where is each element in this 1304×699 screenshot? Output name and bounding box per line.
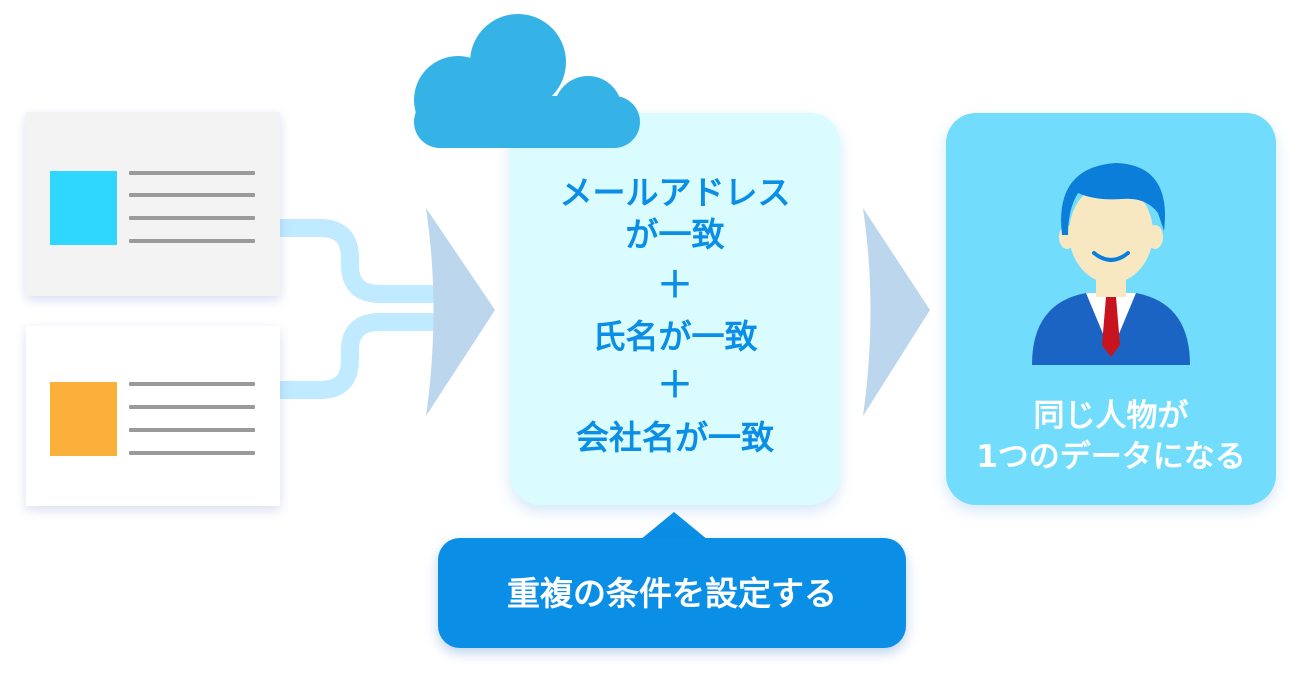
businessman-icon [1032,163,1190,365]
text-line [129,451,255,455]
condition-name-match: 氏名が一致 [592,317,758,356]
condition-company-match: 会社名が一致 [576,418,774,457]
condition-email-match: が一致 [625,215,725,254]
text-line [129,405,255,409]
record-card-1 [26,112,280,296]
set-conditions-banner: 重複の条件を設定する [438,538,906,648]
text-line [129,171,255,175]
text-line [129,428,255,432]
connector-top [271,219,439,303]
arrow-right-icon [863,208,930,416]
text-line [129,239,255,243]
condition-email: メールアドレス [559,173,791,212]
condition-box: メールアドレス が一致 ＋ 氏名が一致 ＋ 会社名が一致 [510,113,840,505]
result-line-2: 1つのデータになる [976,439,1246,475]
plus-sign: ＋ [656,265,693,306]
document-icon [50,382,117,456]
text-line [129,216,255,220]
banner-label: 重複の条件を設定する [507,574,837,613]
result-line-1: 同じ人物が [1033,398,1189,434]
record-card-2 [26,326,280,506]
result-box: 同じ人物が 1つのデータになる [946,113,1276,505]
plus-sign: ＋ [656,365,693,406]
text-line [129,193,255,197]
connector-bottom [271,313,439,399]
text-line [129,382,255,386]
arrow-right-icon [426,208,495,416]
document-icon [50,171,117,245]
